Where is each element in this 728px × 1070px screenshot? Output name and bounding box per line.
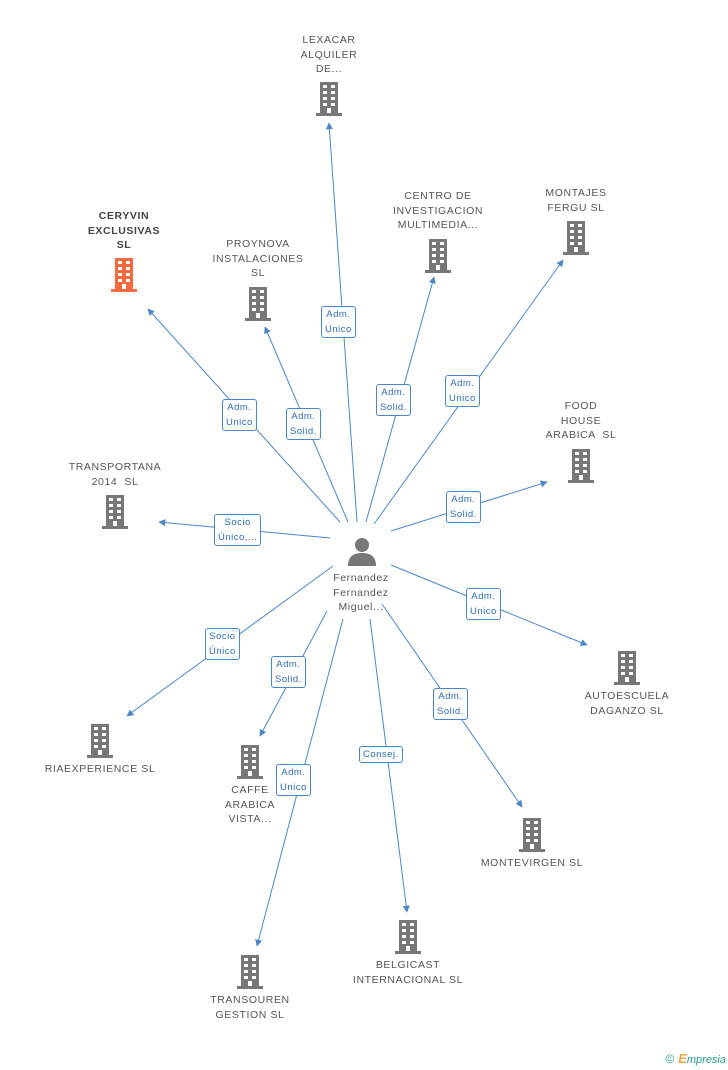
person-icon[interactable] — [346, 536, 378, 568]
node-centro[interactable]: CENTRO DE INVESTIGACION MULTIMEDIA... — [383, 189, 493, 273]
node-label: BELGICAST INTERNACIONAL SL — [352, 959, 464, 986]
building-icon — [102, 495, 128, 529]
edge-label-lexacar: Adm. Unico — [321, 306, 356, 338]
brand-initial: E — [678, 1051, 687, 1066]
building-icon — [563, 221, 589, 255]
edge-label-proynova: Adm. Solid. — [286, 408, 321, 440]
edge-label-caffe: Adm. Solid. — [271, 656, 306, 688]
node-label: TRANSOUREN GESTION SL — [210, 994, 290, 1021]
building-icon — [316, 81, 342, 116]
edge-label-transouren: Adm. Unico — [276, 764, 311, 796]
edge-label-centro: Adm. Solid. — [376, 384, 411, 416]
node-label: CENTRO DE INVESTIGACION MULTIMEDIA... — [392, 190, 484, 231]
edge-label-riaexperience: Socio Único — [205, 628, 240, 660]
node-transportana[interactable]: TRANSPORTANA 2014 SL — [60, 460, 170, 529]
building-icon — [425, 238, 451, 273]
edge-label-food: Adm. Solid. — [446, 491, 481, 523]
node-label: RIAEXPERIENCE SL — [44, 763, 156, 775]
building-icon — [568, 448, 594, 483]
node-ceryvin[interactable]: CERYVIN EXCLUSIVAS SL — [74, 209, 174, 292]
node-caffe[interactable]: CAFFE ARABICA VISTA... — [200, 745, 300, 827]
node-proynova[interactable]: PROYNOVA INSTALACIONES SL — [203, 237, 313, 321]
node-belgicast[interactable]: BELGICAST INTERNACIONAL SL — [348, 920, 468, 987]
node-label: TRANSPORTANA 2014 SL — [68, 461, 162, 488]
brand-name: mpresia — [686, 1054, 726, 1066]
brand-logo[interactable]: ©Empresia — [665, 1051, 726, 1066]
node-autoescuela[interactable]: AUTOESCUELA DAGANZO SL — [572, 651, 682, 718]
node-transouren[interactable]: TRANSOUREN GESTION SL — [200, 955, 300, 1022]
building-icon — [237, 955, 263, 989]
building-icon — [614, 651, 640, 685]
node-label: PROYNOVA INSTALACIONES SL — [212, 238, 304, 279]
building-icon — [87, 724, 113, 758]
node-montevirgen[interactable]: MONTEVIRGEN SL — [472, 818, 592, 871]
edge-label-belgicast: Consej. — [359, 746, 403, 763]
node-lexacar[interactable]: LEXACAR ALQUILER DE... — [279, 33, 379, 116]
node-label: AUTOESCUELA DAGANZO SL — [584, 690, 670, 717]
building-icon — [519, 818, 545, 852]
node-label: MONTEVIRGEN SL — [480, 857, 584, 869]
edge-label-autoescuela: Adm. Unico — [466, 588, 501, 620]
node-label: FOOD HOUSE ARABICA SL — [545, 400, 617, 441]
center-person-label[interactable]: Fernandez Fernandez Miguel... — [333, 572, 389, 613]
node-food[interactable]: FOOD HOUSE ARABICA SL — [531, 399, 631, 483]
building-icon — [111, 257, 137, 292]
node-riaexperience[interactable]: RIAEXPERIENCE SL — [40, 724, 160, 777]
edge-label-ceryvin: Adm. Unico — [222, 399, 257, 431]
building-icon — [237, 745, 263, 779]
edge-belgicast — [369, 618, 410, 913]
node-montajes[interactable]: MONTAJES FERGU SL — [526, 186, 626, 255]
edge-label-montevirgen: Adm. Solid. — [433, 688, 468, 720]
building-icon — [395, 920, 421, 954]
node-label: CERYVIN EXCLUSIVAS SL — [87, 210, 161, 251]
edge-label-transportana: Socio Único,... — [214, 514, 262, 546]
node-label: LEXACAR ALQUILER DE... — [300, 34, 358, 75]
node-label: MONTAJES FERGU SL — [545, 187, 607, 214]
node-label: CAFFE ARABICA VISTA... — [224, 784, 276, 825]
copyright-symbol: © — [665, 1052, 675, 1066]
edge-label-montajes: Adm. Unico — [445, 375, 480, 407]
building-icon — [245, 286, 271, 321]
